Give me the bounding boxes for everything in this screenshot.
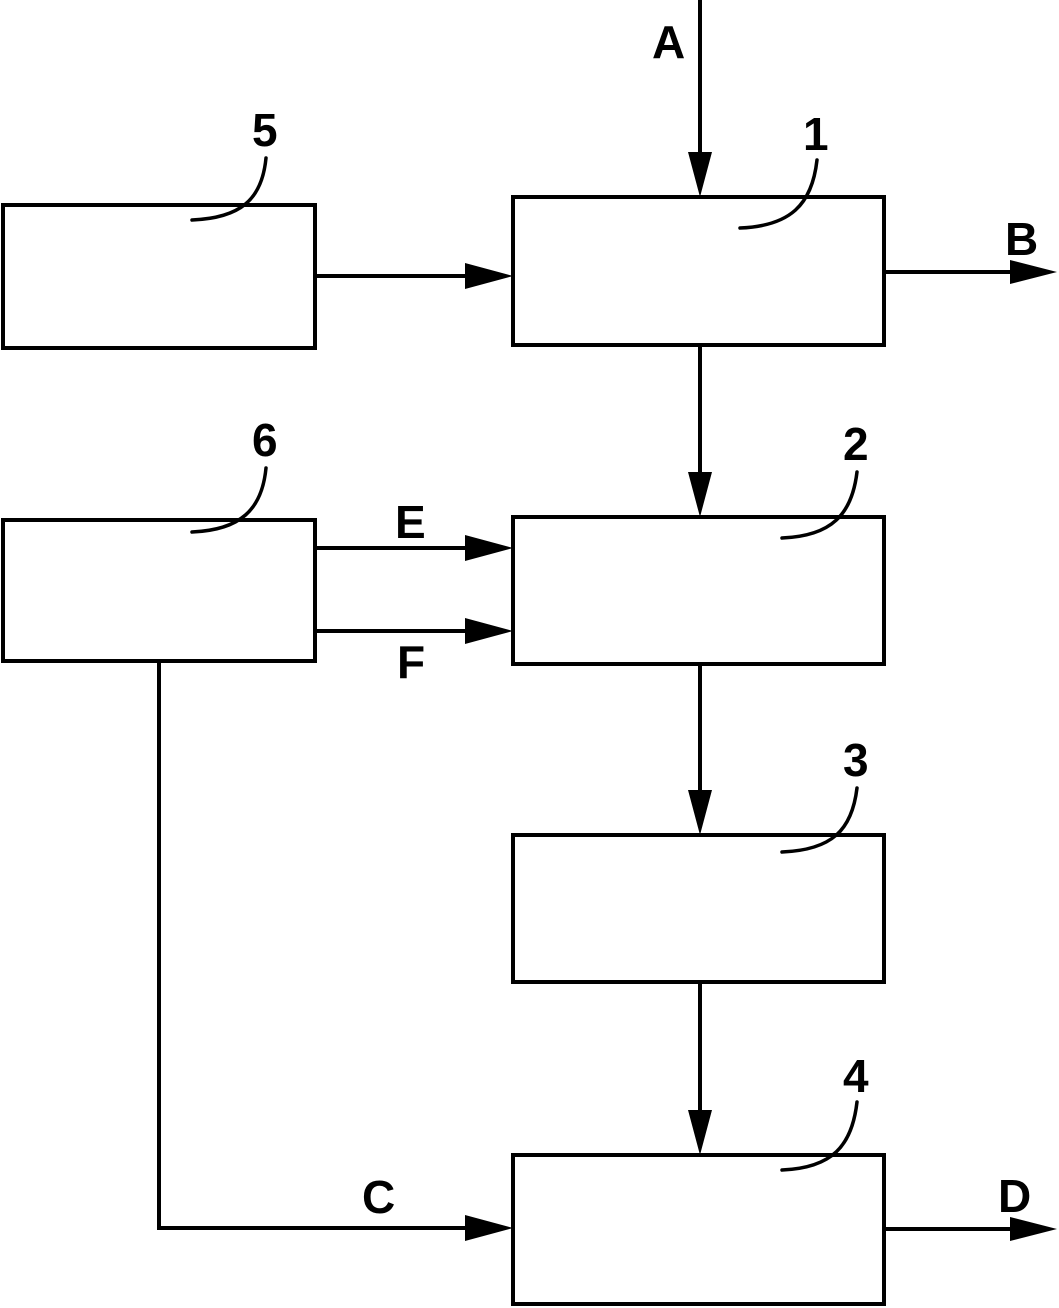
block-6-number: 6 [252,414,278,466]
leader-2 [780,470,859,540]
flow-label-e: E [395,496,426,548]
flow-label-a: A [652,16,685,68]
arrow-5-1-head [465,263,513,289]
leader-4 [780,1100,859,1172]
arrow-b-head [1010,260,1057,284]
arrow-e-head [465,535,513,561]
leader-3 [780,786,859,854]
arrow-a-head [688,152,712,197]
block-1 [511,195,886,347]
leader-5 [190,156,268,222]
arrow-f-head [465,618,513,644]
arrow-3-4-head [688,1110,712,1155]
leader-6 [190,466,268,534]
block-5-number: 5 [252,104,278,156]
block-4-number: 4 [843,1050,869,1102]
block-1-number: 1 [803,108,829,160]
block-5 [1,203,317,350]
flow-label-c: C [362,1171,395,1223]
block-3 [511,833,886,984]
arrow-1-2-head [688,472,712,517]
flow-label-d: D [998,1170,1031,1222]
block-6 [1,518,317,663]
arrow-c-head [465,1215,513,1241]
leader-1 [738,158,819,230]
block-3-number: 3 [843,734,869,786]
block-2 [511,515,886,666]
flow-label-f: F [397,636,425,688]
arrow-2-3-head [688,790,712,835]
block-2-number: 2 [843,418,869,470]
flow-label-b: B [1005,213,1038,265]
block-4 [511,1153,886,1306]
arrow-d-head [1010,1217,1057,1241]
arrow-c-line [157,659,472,1230]
